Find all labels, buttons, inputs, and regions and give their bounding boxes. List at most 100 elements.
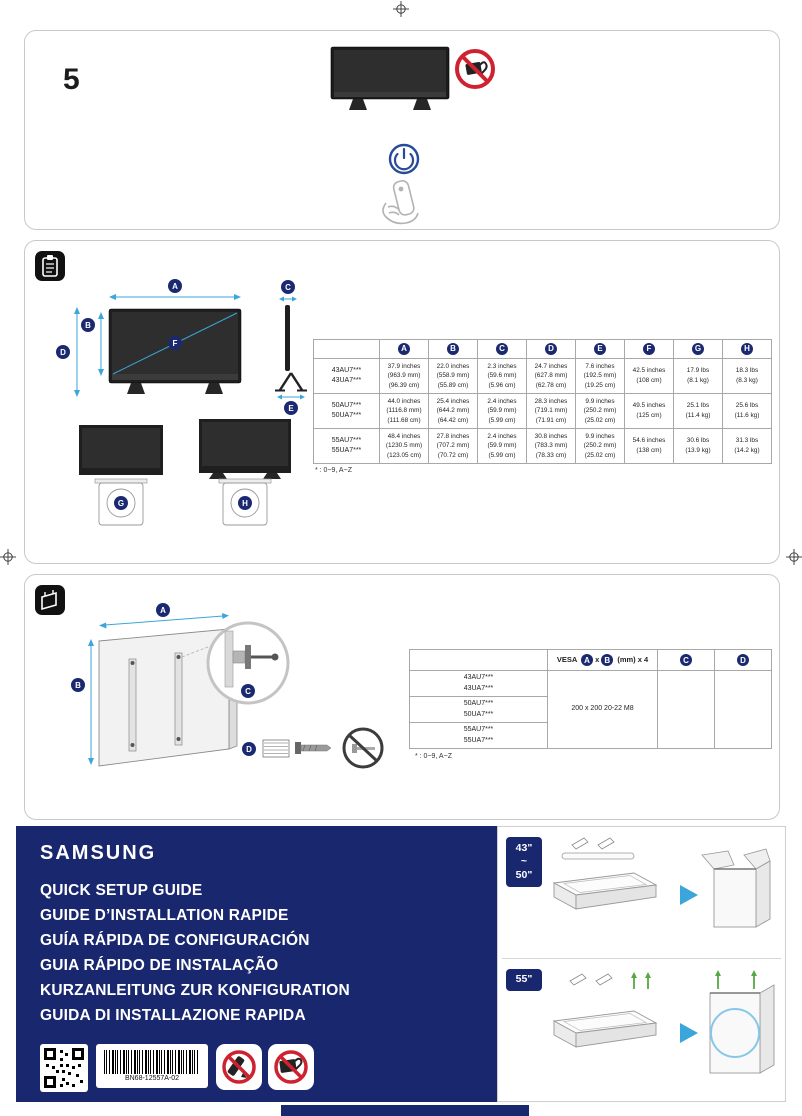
- registration-mark-right: [786, 549, 802, 565]
- title-de: KURZANLEITUNG ZUR KONFIGURATION: [40, 982, 350, 999]
- dimensions-diagram: A D B F C: [56, 279, 307, 415]
- section-wall-mount: A B C D: [24, 574, 780, 820]
- table-cell: 54.6 inches (138 cm): [624, 428, 674, 464]
- section-dimensions: A D B F C: [24, 240, 780, 564]
- model-cell: 55AU7*** 55UA7***: [313, 428, 380, 464]
- label-g: G: [692, 342, 704, 355]
- brand-panel: SAMSUNG QUICK SETUP GUIDE GUIDE D’INSTAL…: [16, 826, 497, 1102]
- table-cell: 31.3 lbs (14.2 kg): [722, 428, 772, 464]
- arrow-up-icon: [631, 972, 651, 989]
- table-cell: 42.5 inches (108 cm): [624, 358, 674, 394]
- table-footnote: * : 0~9, A~Z: [415, 753, 452, 760]
- unbox-illustration-55: [552, 970, 775, 1074]
- table-footnote: * : 0~9, A~Z: [315, 467, 352, 474]
- title-en: QUICK SETUP GUIDE: [40, 882, 203, 899]
- no-pen-prohibition-icon: [216, 1044, 262, 1090]
- packaging-panel: 43" ~ 50" 55": [497, 826, 786, 1102]
- title-fr: GUIDE D’INSTALLATION RAPIDE: [40, 907, 289, 924]
- table-cell: 28.3 inches (719.1 mm) (71.91 cm): [526, 393, 576, 429]
- svg-text:A: A: [160, 606, 166, 615]
- svg-text:G: G: [118, 499, 124, 508]
- col-c: C: [657, 649, 715, 671]
- svg-text:F: F: [173, 339, 178, 348]
- label-e: E: [594, 342, 606, 355]
- arrow-right-icon: [680, 1023, 698, 1043]
- spacer-illustration: [262, 739, 290, 758]
- col-g: G: [673, 339, 723, 359]
- label-f: F: [168, 336, 182, 350]
- svg-text:B: B: [75, 681, 81, 690]
- table-cell: 9.9 inches (250.2 mm) (25.02 cm): [575, 393, 625, 429]
- col-d: D: [526, 339, 576, 359]
- table-cell: [714, 670, 772, 749]
- table-row: 43AU7*** 43UA7*** 200 x 200 20-22 M8: [409, 670, 772, 749]
- model-header: [409, 649, 548, 671]
- label-b: B: [601, 654, 614, 666]
- svg-text:E: E: [288, 404, 294, 413]
- label-c: C: [281, 280, 295, 294]
- weight-scales-diagram: G H: [79, 419, 291, 526]
- table-cell: 49.5 inches (125 cm): [624, 393, 674, 429]
- table-row: 55AU7*** 55UA7*** 48.4 inches (1230.5 mm…: [313, 428, 772, 464]
- wall-mount-icon: [35, 585, 65, 615]
- dimensions-table: A B C D E F G H 43AU7*** 43UA7*** 37.9 i…: [313, 339, 772, 464]
- bottom-fold-strip: [281, 1105, 529, 1116]
- table-row: 50AU7*** 50UA7***: [409, 696, 772, 723]
- col-e: E: [575, 339, 625, 359]
- table-cell: [657, 670, 715, 749]
- label-d: D: [737, 654, 749, 666]
- model-cell: 50AU7*** 50UA7***: [409, 696, 548, 723]
- vesa-value-cell: 200 x 200 20-22 M8: [547, 670, 658, 749]
- label-a: A: [398, 342, 410, 355]
- col-f: F: [624, 339, 674, 359]
- model-cell: 55AU7*** 55UA7***: [409, 722, 548, 749]
- col-d: D: [714, 649, 772, 671]
- table-cell: 25.6 lbs (11.6 kg): [722, 393, 772, 429]
- label-b: B: [81, 318, 95, 332]
- title-pt: GUIA RÁPIDO DE INSTALAÇÃO: [40, 957, 279, 974]
- label-a: A: [581, 654, 594, 666]
- no-touch-prohibition-icon: [455, 49, 495, 89]
- barcode-bars: [104, 1050, 200, 1074]
- label-f: F: [643, 342, 655, 355]
- section-step5: 5: [24, 30, 780, 230]
- label-h: H: [238, 496, 252, 510]
- table-cell: 37.9 inches (963.9 mm) (96.39 cm): [379, 358, 429, 394]
- title-es: GUÍA RÁPIDA DE CONFIGURACIÓN: [40, 932, 310, 949]
- screw-illustration: [295, 742, 332, 754]
- unbox-illustration-43-50: [552, 837, 771, 928]
- table-cell: 18.3 lbs (8.3 kg): [722, 358, 772, 394]
- col-h: H: [722, 339, 772, 359]
- svg-text:B: B: [85, 321, 91, 330]
- panel-divider: [502, 958, 781, 959]
- size-badge-43-50: 43" ~ 50": [506, 837, 542, 887]
- arrow-up-icon: [715, 970, 757, 989]
- clipboard-icon: [35, 251, 65, 281]
- rotate-guide-circle: [710, 1008, 760, 1058]
- table-cell: 2.3 inches (59.6 mm) (5.96 cm): [477, 358, 527, 394]
- table-cell: 9.9 inches (250.2 mm) (25.02 cm): [575, 428, 625, 464]
- table-cell: 17.9 lbs (8.1 kg): [673, 358, 723, 394]
- no-hand-prohibition-icon: [268, 1044, 314, 1090]
- model-cell: 43AU7*** 43UA7***: [409, 670, 548, 697]
- label-c: C: [241, 684, 255, 698]
- table-cell: 2.4 inches (59.9 mm) (5.99 cm): [477, 393, 527, 429]
- step-number: 5: [63, 63, 80, 96]
- table-row: 43AU7*** 43UA7*** 37.9 inches (963.9 mm)…: [313, 358, 772, 394]
- label-b: B: [71, 678, 85, 692]
- tv-illustration: [330, 46, 450, 110]
- label-e: E: [284, 401, 298, 415]
- table-header-row: A B C D E F G H: [313, 339, 772, 359]
- table-cell: 44.0 inches (1116.8 mm) (111.68 cm): [379, 393, 429, 429]
- registration-mark-top: [393, 1, 409, 17]
- table-cell: 27.8 inches (707.2 mm) (70.72 cm): [428, 428, 478, 464]
- svg-text:H: H: [242, 499, 248, 508]
- label-d: D: [242, 742, 256, 756]
- label-b: B: [447, 342, 459, 355]
- samsung-logo: SAMSUNG: [40, 842, 157, 864]
- table-cell: 48.4 inches (1230.5 mm) (123.05 cm): [379, 428, 429, 464]
- table-cell: 7.6 inches (192.5 mm) (19.25 cm): [575, 358, 625, 394]
